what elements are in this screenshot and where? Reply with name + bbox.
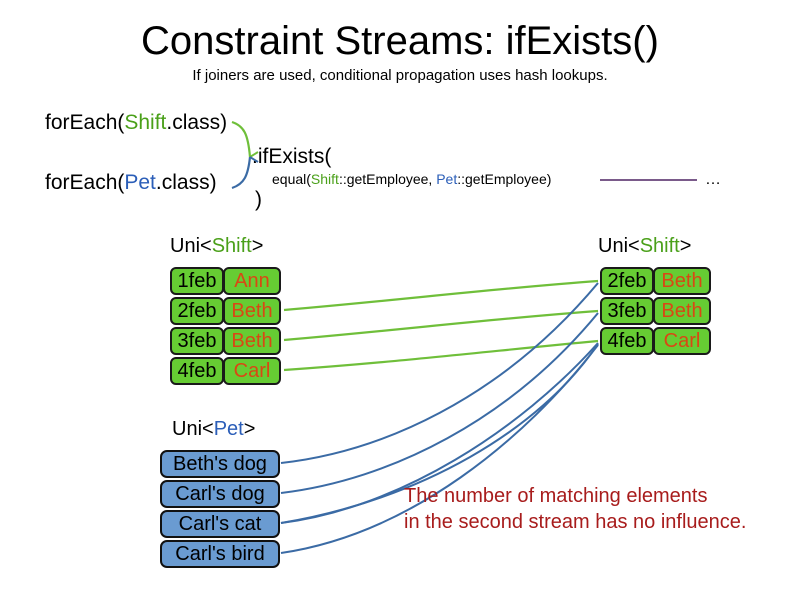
code-type-shift: Shift [310,171,339,187]
shift-name-cell: Beth [653,297,711,325]
label-text: Uni< [598,235,640,257]
shift-name-cell: Beth [653,267,711,295]
shift-date-cell: 2feb [170,297,224,325]
list-item: Carl's dog [160,480,280,508]
list-item: Beth's dog [160,450,280,478]
label-text: > [243,418,256,440]
shift-date-cell: 3feb [600,297,654,325]
table-row: 4feb Carl [170,357,281,385]
code-text: .class) [166,111,228,134]
code-ellipsis: … [705,171,721,188]
shift-date-cell: 4feb [170,357,224,385]
label-type-shift: Shift [639,235,680,257]
list-item: Carl's bird [160,540,280,568]
label-type-shift: Shift [211,235,252,257]
page-subtitle: If joiners are used, conditional propaga… [192,67,608,84]
label-text: Uni< [172,418,214,440]
code-type-pet: Pet [124,171,156,194]
page-title: Constraint Streams: ifExists() [141,19,659,63]
label-text: Uni< [170,235,212,257]
code-text: forEach( [45,171,125,194]
shift-name-cell: Carl [223,357,281,385]
table-row: 2feb Beth [600,267,711,295]
label-type-pet: Pet [213,418,244,440]
code-equal-joiner: equal(Shift::getEmployee, Pet::getEmploy… [272,170,551,188]
table-row: 1feb Ann [170,267,281,295]
label-text: > [679,235,692,257]
annotation-line-1: The number of matching elements [404,485,708,507]
code-text: forEach( [45,111,125,134]
table-row: 2feb Beth [170,297,281,325]
shift-name-cell: Ann [223,267,281,295]
list-item: Carl's cat [160,510,280,538]
shift-name-cell: Beth [223,297,281,325]
shift-date-cell: 4feb [600,327,654,355]
annotation-line-2: in the second stream has no influence. [404,511,747,533]
table-row: 4feb Carl [600,327,711,355]
table-row: 3feb Beth [170,327,281,355]
shift-date-cell: 2feb [600,267,654,295]
shift-name-cell: Beth [223,327,281,355]
label-uni-shift-right: Uni<Shift> [598,234,691,258]
shift-name-cell: Carl [653,327,711,355]
table-row: 3feb Beth [600,297,711,325]
code-text: ::getEmployee, [338,171,437,187]
code-text: equal( [272,171,311,187]
shift-date-cell: 3feb [170,327,224,355]
label-text: > [251,235,264,257]
annotation-note: The number of matching elements in the s… [404,483,746,535]
label-uni-shift-left: Uni<Shift> [170,234,263,258]
label-uni-pet: Uni<Pet> [172,417,255,441]
code-text: .class) [155,171,217,194]
code-foreach-pet: forEach(Pet.class) [45,170,217,196]
code-type-pet: Pet [436,171,458,187]
code-ifexists-close: ) [255,188,262,211]
code-type-shift: Shift [124,111,167,134]
code-foreach-shift: forEach(Shift.class) [45,110,227,136]
shift-date-cell: 1feb [170,267,224,295]
code-text: ::getEmployee) [457,171,552,187]
code-ifexists-open: .ifExists( [252,145,332,168]
